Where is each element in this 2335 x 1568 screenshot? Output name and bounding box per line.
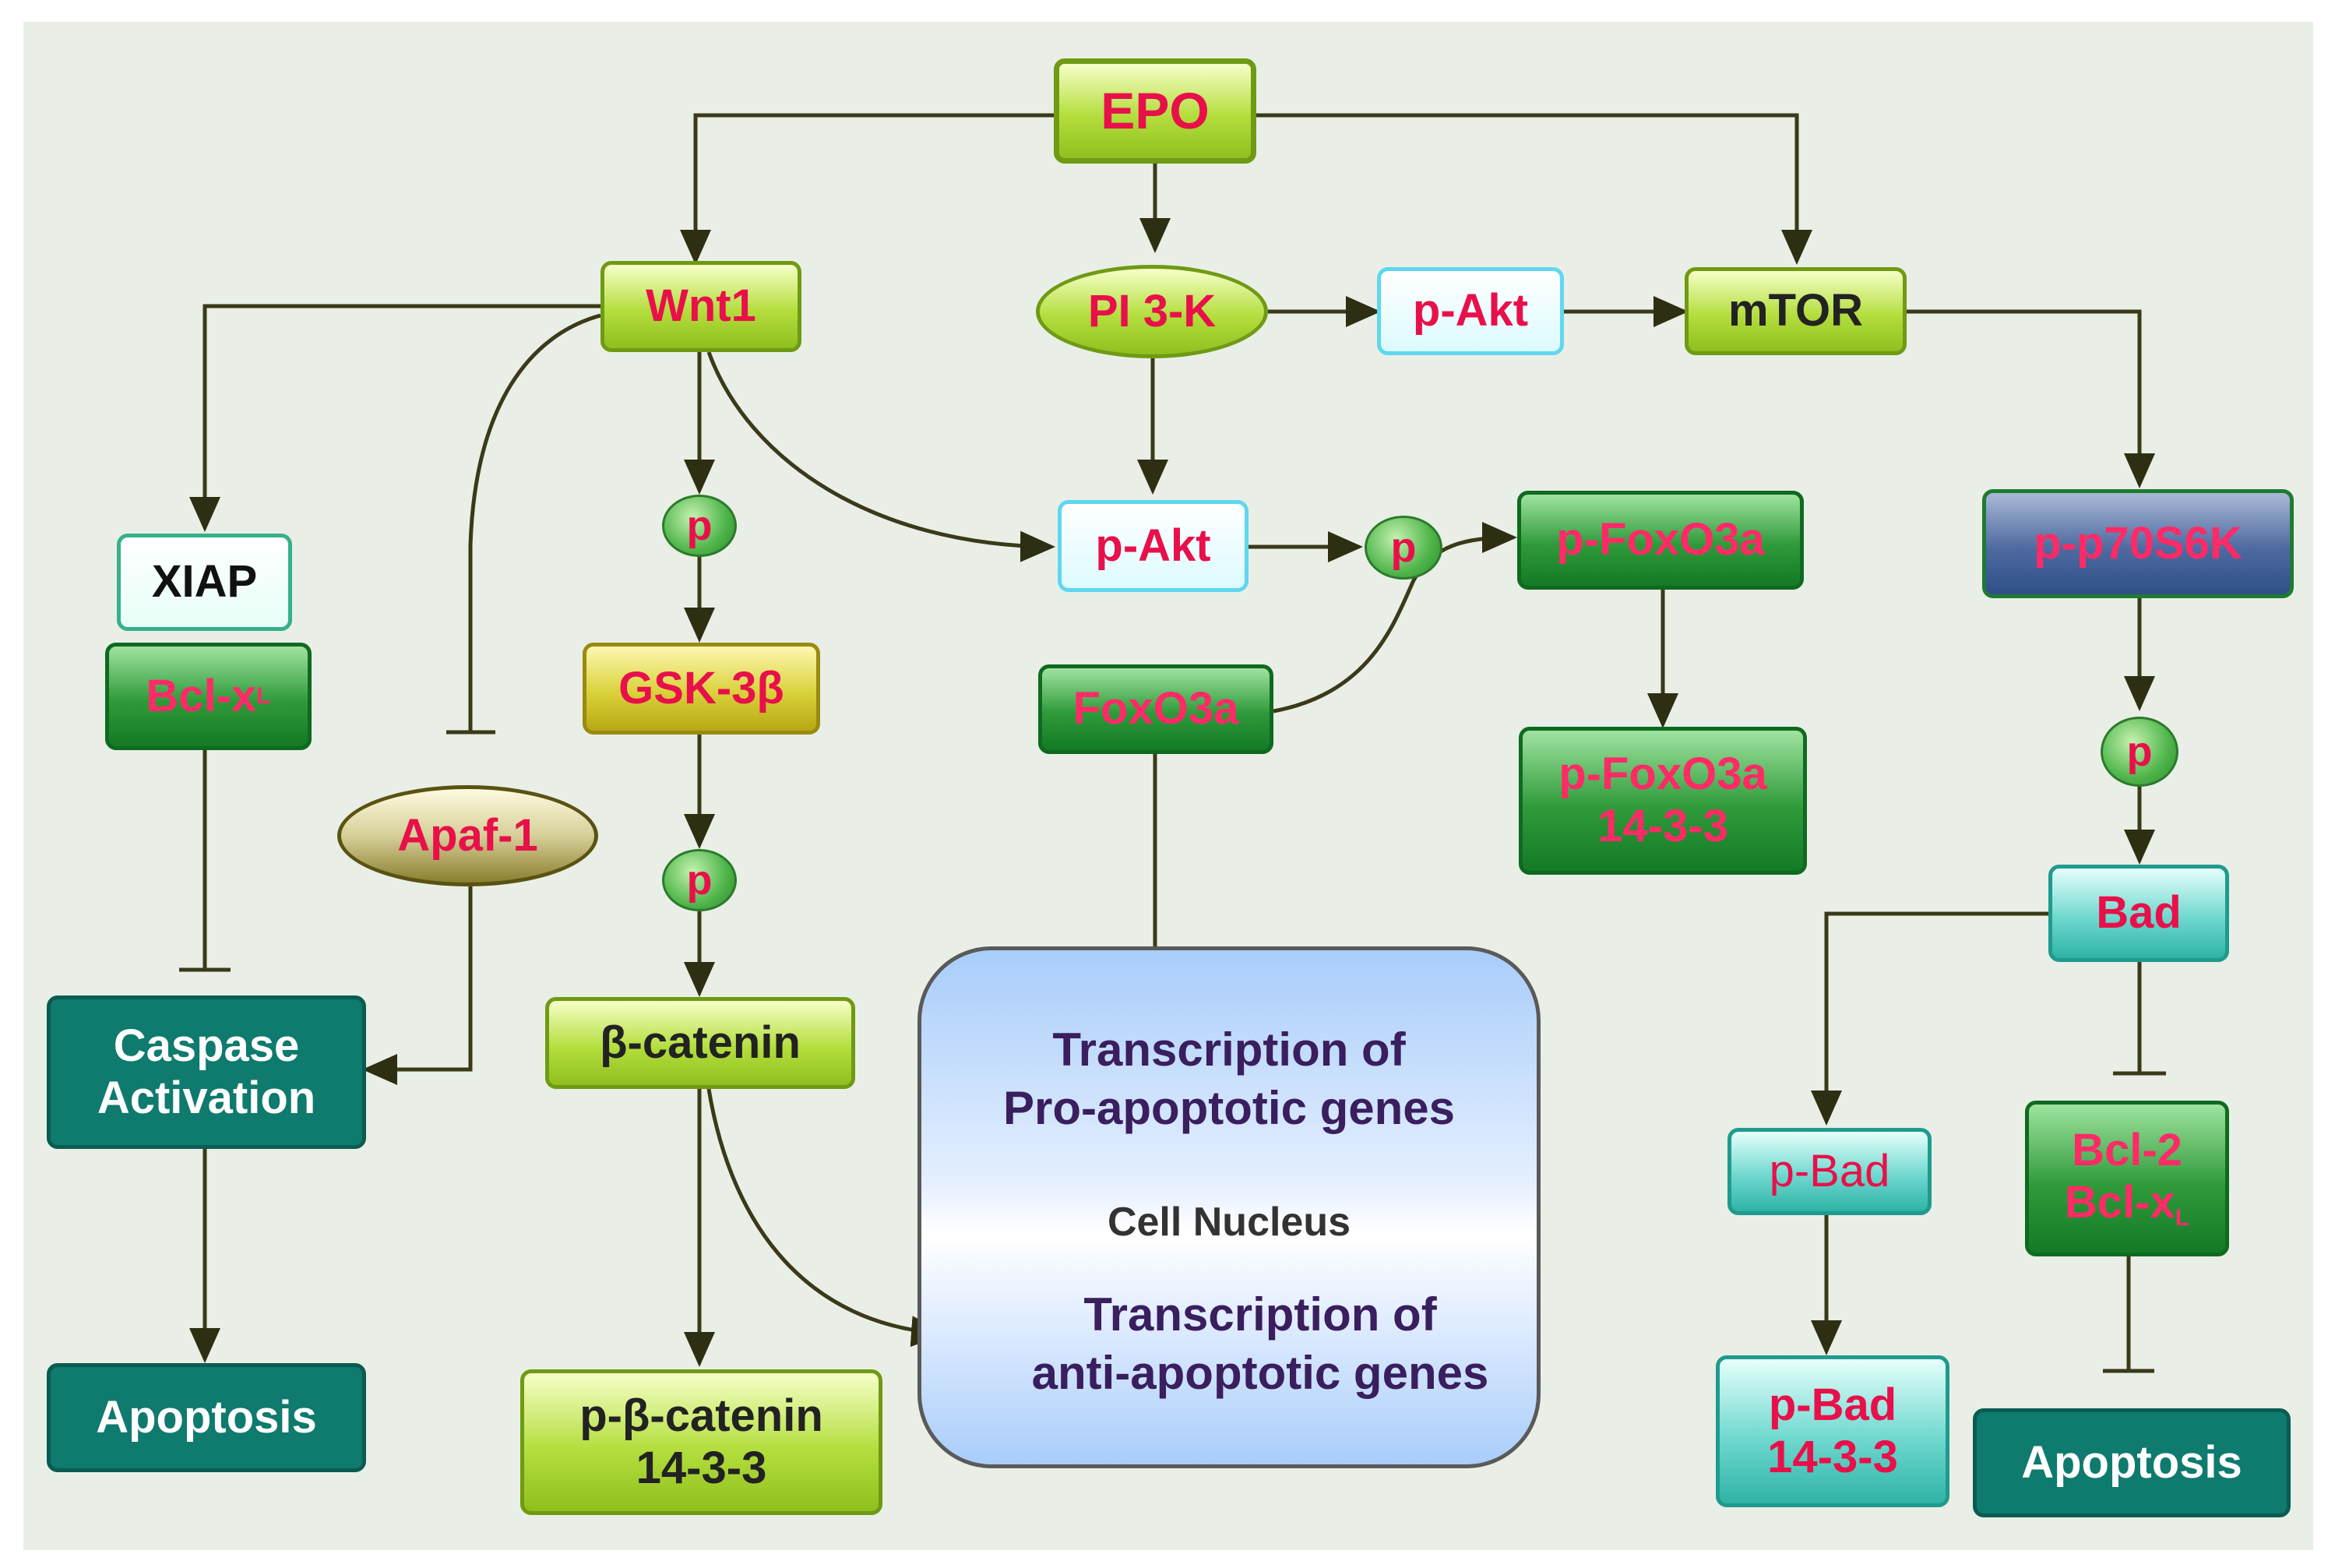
bcl2-line-1: Bcl-2 (2072, 1125, 2182, 1176)
arrow-epo-wnt1 (680, 113, 1054, 265)
pfoxo3a-1433-line-2: 14-3-3 (1597, 801, 1728, 851)
pfoxo3a-1433-line-1: p-FoxO3a (1558, 749, 1767, 800)
pbcatenin-line-2: 14-3-3 (636, 1442, 767, 1493)
node-epo: EPO (1054, 58, 1256, 164)
node-pp70s6k: p-p70S6K (1982, 489, 2294, 598)
node-caspase-activation: Caspase Activation (47, 995, 366, 1149)
cell-nucleus: Transcription of Pro-apoptotic genes Cel… (917, 946, 1541, 1468)
nucleus-pro-line-1: Transcription of (1052, 1024, 1406, 1076)
arrow-foxo3a-pfoxo3a (1273, 522, 1517, 714)
node-apaf1: Apaf-1 (337, 785, 598, 886)
node-pfoxo3a-1433: p-FoxO3a 14-3-3 (1519, 727, 1807, 875)
node-pfoxo3a: p-FoxO3a (1517, 491, 1804, 590)
arrow-bad-pbad (1811, 911, 2048, 1126)
nucleus-anti-title: Transcription of anti-apoptotic genes (953, 1285, 1568, 1402)
node-pi3k: PI 3-K (1036, 265, 1268, 358)
nucleus-anti-line-2: anti-apoptotic genes (1031, 1347, 1489, 1399)
nucleus-anti-line-1: Transcription of (1083, 1288, 1437, 1341)
pbad-1433-line-1: p-Bad (1768, 1379, 1897, 1430)
node-bcl2-bclxl: Bcl-2 Bcl-xL (2025, 1101, 2229, 1256)
node-p-right: p (2101, 717, 2178, 787)
caspase-line-2: Activation (97, 1072, 316, 1123)
pbad-1433-line-2: 14-3-3 (1767, 1431, 1898, 1482)
caspase-line-1: Caspase (113, 1020, 300, 1071)
inhibit-wnt1-apaf1 (468, 313, 601, 732)
node-pakt-mid: p-Akt (1058, 500, 1249, 592)
arrow-epo-mtor (1256, 113, 1812, 265)
node-wnt1: Wnt1 (600, 261, 801, 352)
node-pbad-1433: p-Bad 14-3-3 (1716, 1355, 1949, 1507)
nucleus-pro-line-2: Pro-apoptotic genes (1002, 1082, 1456, 1134)
node-foxo3a: FoxO3a (1038, 664, 1273, 754)
bcl2-line-2-text: Bcl-x (2064, 1177, 2175, 1228)
bclxl-left-text: Bcl-x (146, 670, 257, 721)
node-gsk3b: GSK-3β (583, 643, 820, 735)
arrow-wnt1-xiap (189, 304, 600, 532)
bclxl-left-subscript: L (256, 682, 271, 709)
nucleus-label: Cell Nucleus (1107, 1200, 1351, 1245)
node-pbad: p-Bad (1727, 1128, 1932, 1215)
arrow-mtor-pp70s6k (1907, 309, 2155, 488)
node-pakt-top: p-Akt (1377, 267, 1564, 355)
node-p-wnt-1: p (662, 495, 737, 557)
node-bad: Bad (2048, 865, 2229, 962)
nucleus-pro-title: Transcription of Pro-apoptotic genes (921, 1020, 1537, 1137)
bcl2-line-2-subscript: L (2175, 1205, 2190, 1231)
node-pbcatenin-1433: p-β-catenin 14-3-3 (520, 1369, 882, 1515)
arrow-apaf1-caspase (362, 886, 473, 1085)
node-bcatenin: β-catenin (545, 997, 855, 1089)
arrow-bcatenin-nucleus (706, 1088, 946, 1348)
node-apoptosis-right: Apoptosis (1973, 1408, 2291, 1517)
node-xiap: XIAP (117, 534, 292, 631)
arrow-wnt1-paktmid (706, 351, 1055, 562)
node-apoptosis-left: Apoptosis (47, 1363, 366, 1472)
node-p-wnt-2: p (662, 849, 737, 911)
pbcatenin-line-1: p-β-catenin (579, 1390, 823, 1441)
bcl2-line-2: Bcl-xL (2065, 1177, 2189, 1232)
node-p-akt: p (1365, 516, 1442, 580)
node-mtor: mTOR (1685, 267, 1907, 355)
